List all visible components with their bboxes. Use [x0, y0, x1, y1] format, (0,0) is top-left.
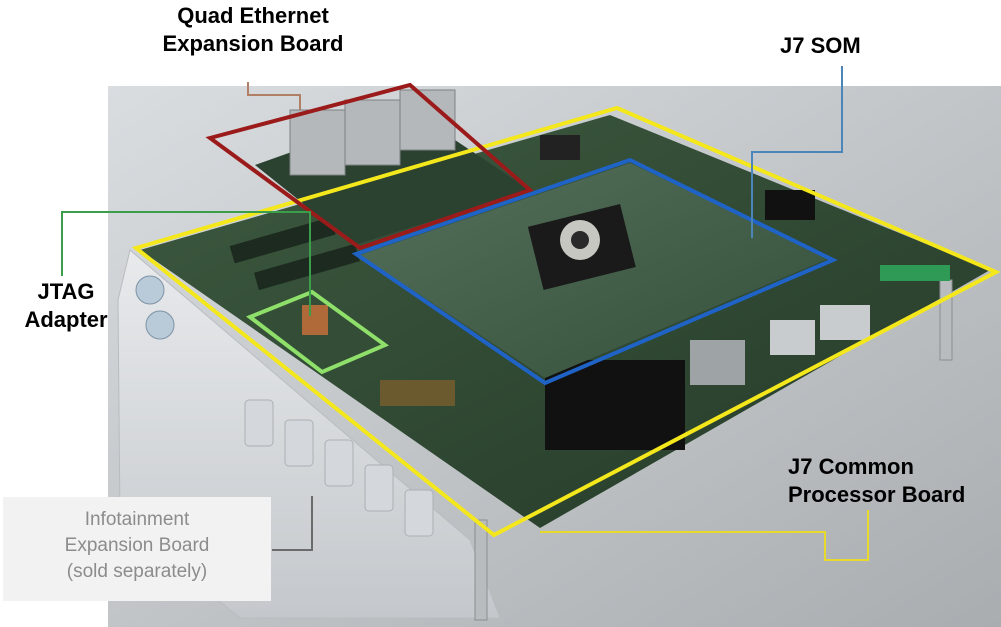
jtag-adapter-label: JTAG Adapter: [24, 279, 108, 332]
jtag-leader: [61, 211, 311, 316]
j7-common-processor-label: J7 Common Processor Board: [788, 454, 966, 507]
quad-ethernet-leader: [247, 82, 301, 110]
quad-ethernet-label: Quad Ethernet Expansion Board: [162, 3, 344, 56]
jtag-header: [302, 305, 328, 335]
blue-connectors: [135, 275, 175, 340]
j7-common-leader: [540, 510, 869, 561]
infotainment-label: Infotainment Expansion Board (sold separ…: [3, 497, 271, 601]
j7-som-outline: [351, 157, 838, 386]
jtag-outline: [245, 289, 390, 375]
infotainment-connectors: [244, 399, 434, 537]
j7-som-label: J7 SOM: [780, 33, 861, 58]
standoffs: [474, 279, 953, 621]
cpb-edge-connector: [880, 265, 950, 281]
j7-som-leader: [751, 66, 843, 238]
j7-common-outline: [131, 105, 1001, 538]
infotainment-leader: [272, 496, 313, 551]
ethernet-jacks: [289, 89, 456, 176]
